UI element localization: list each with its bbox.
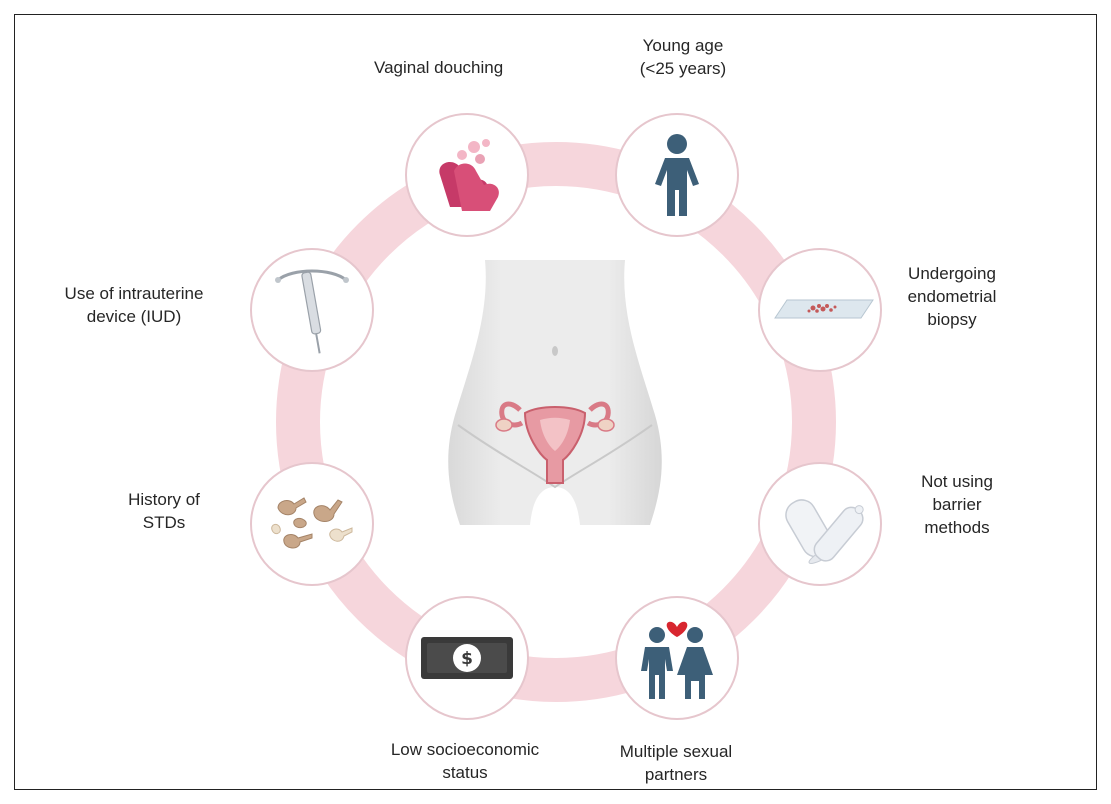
label-line: endometrial [902,285,1002,308]
child-figure-icon [647,132,707,218]
label-line: Not using [912,470,1002,493]
node-multiple-partners [615,596,739,720]
label-line: Use of intrauterine [44,282,224,305]
label-vaginal-douching: Vaginal douching [374,56,503,79]
label-line: Vaginal douching [374,56,503,79]
label-line: methods [912,516,1002,539]
label-endometrial-biopsy: Undergoing endometrial biopsy [902,262,1002,331]
dollar-bill-icon: $ [419,633,515,683]
node-socioeconomic: $ [405,596,529,720]
node-stds [250,462,374,586]
node-endometrial-biopsy [758,248,882,372]
hand-washing-icon [422,135,512,215]
label-multiple-partners: Multiple sexual partners [606,740,746,786]
label-line: biopsy [902,308,1002,331]
label-line: status [365,761,565,784]
female-torso-uterus-icon [430,255,680,530]
label-stds: History of STDs [122,488,206,534]
label-barrier-methods: Not using barrier methods [912,470,1002,539]
label-line: History of [122,488,206,511]
node-iud [250,248,374,372]
label-line: barrier [912,493,1002,516]
iud-icon [272,260,352,360]
node-young-age [615,113,739,237]
biopsy-slide-icon [765,290,875,330]
node-vaginal-douching [405,113,529,237]
label-iud: Use of intrauterine device (IUD) [44,282,224,328]
label-line: Low socioeconomic [365,738,565,761]
label-line: partners [606,763,746,786]
label-young-age: Young age (<25 years) [630,34,736,80]
label-line: Undergoing [902,262,1002,285]
condom-icon [770,479,870,569]
label-line: device (IUD) [44,305,224,328]
label-line: Multiple sexual [606,740,746,763]
svg-text:$: $ [461,649,473,669]
label-line: STDs [122,511,206,534]
label-line: (<25 years) [630,57,736,80]
label-socioeconomic: Low socioeconomic status [365,738,565,784]
couple-heart-icon [635,613,719,703]
bacteria-icon [264,484,360,564]
node-barrier-methods [758,462,882,586]
label-line: Young age [630,34,736,57]
